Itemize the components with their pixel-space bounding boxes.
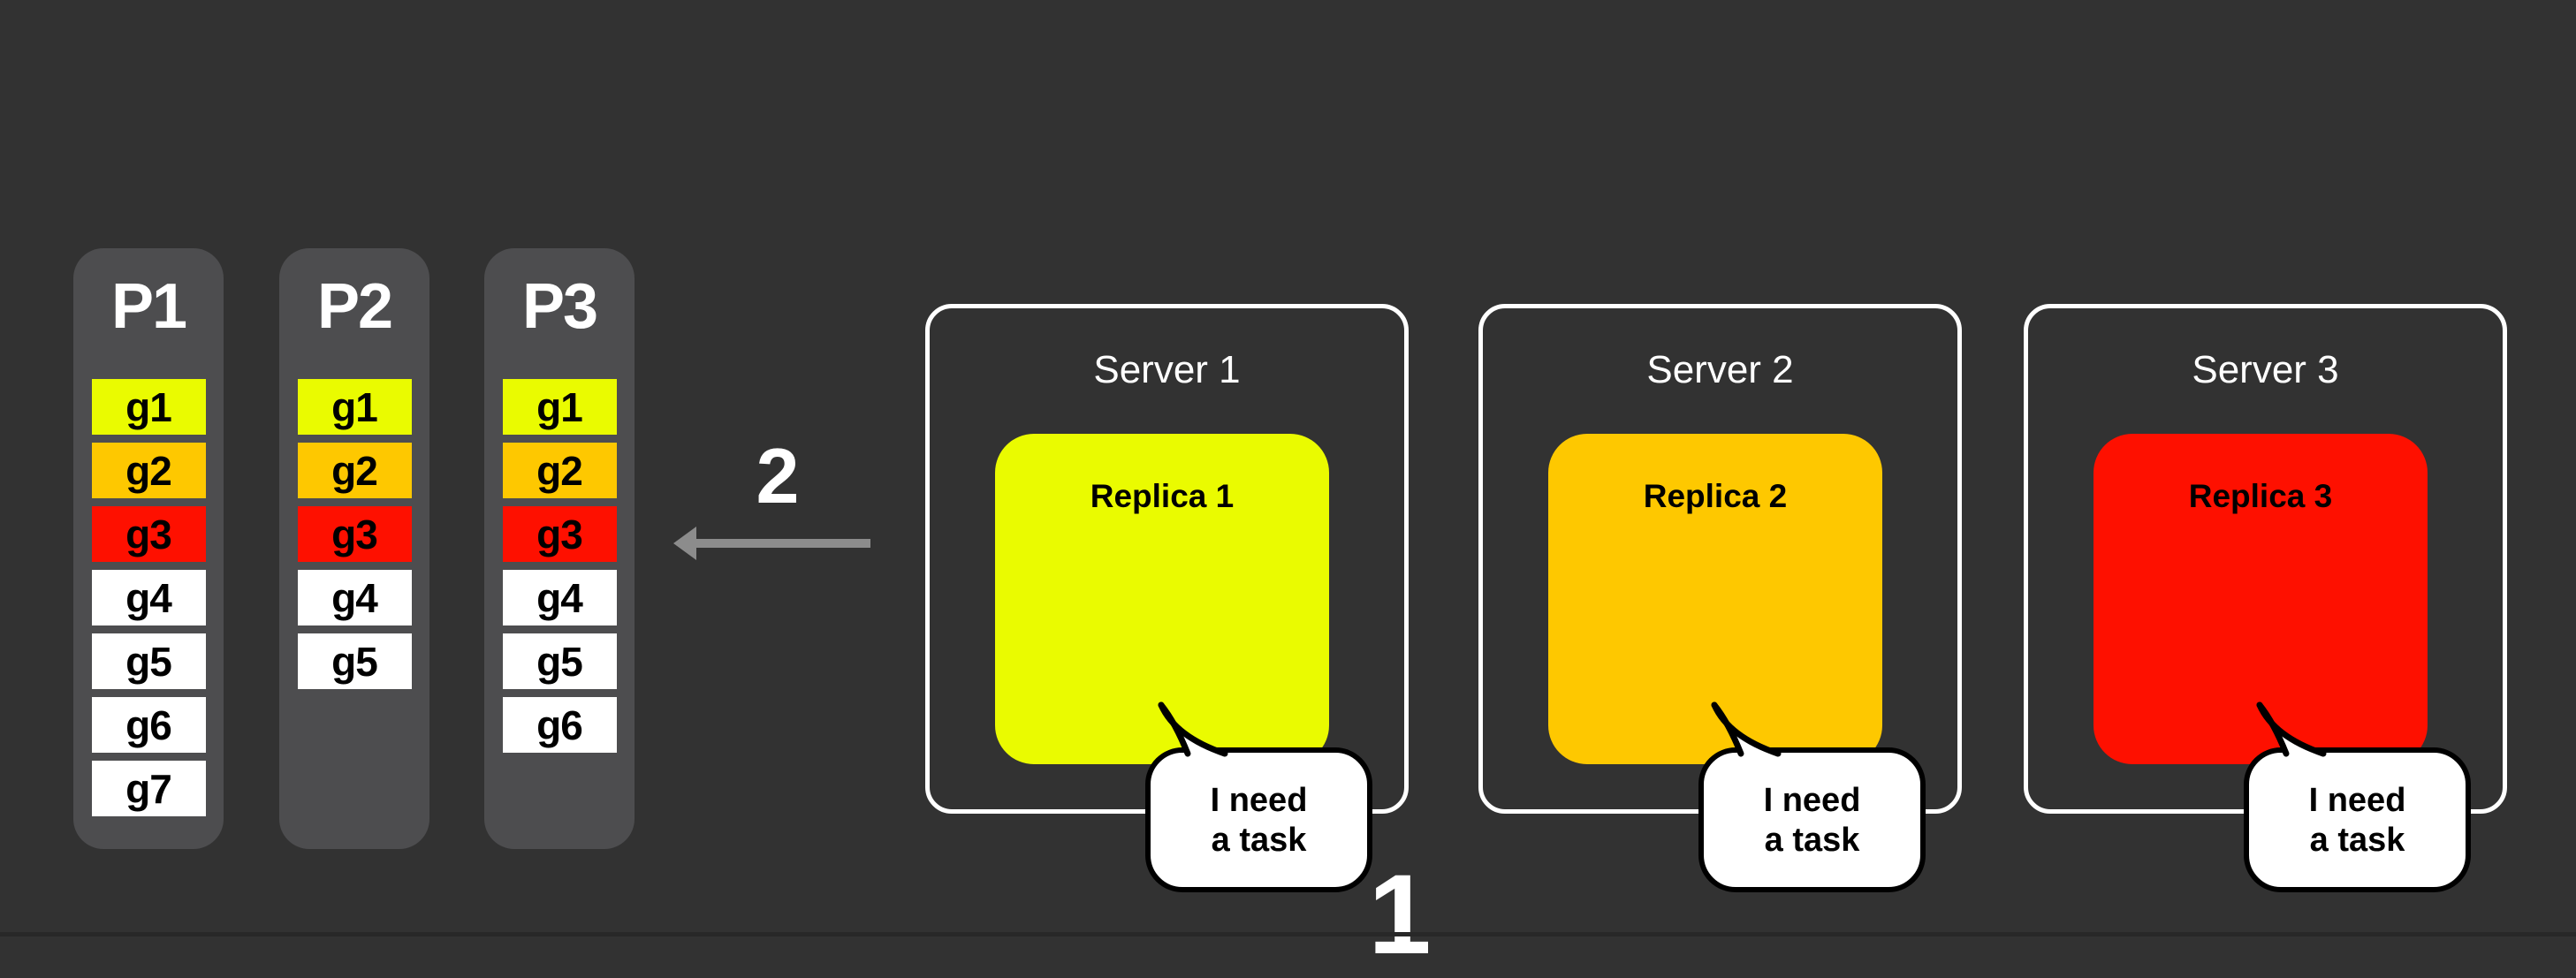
partition-title: P2 [316,271,393,342]
group-cell-g1: g1 [502,379,617,435]
server-box: Server 3 Replica 3 I need a task [2024,304,2507,892]
speech-bubble-tail-icon [1158,701,1228,767]
group-cell-g5: g5 [91,633,206,689]
group-cell-g4: g4 [297,570,412,625]
group-cell-g2: g2 [91,443,206,498]
step-1-label: 1 [1368,852,1432,978]
replica-label: Replica 2 [1643,478,1788,514]
server-title: Server 1 [1093,348,1241,391]
group-cell-g1: g1 [297,379,412,435]
server-title: Server 2 [1646,348,1794,391]
left-arrow-shaft [692,539,870,548]
partition-column: P1 g1 g2 g3 g4 g5 g6 g7 [73,248,224,849]
group-cell-g6: g6 [91,697,206,753]
group-cell-g4: g4 [502,570,617,625]
group-cell-g3: g3 [91,506,206,562]
speech-bubble-text: I need a task [2308,782,2406,859]
speech-bubble-tail-icon [2256,701,2327,767]
step-2-label: 2 [756,432,800,519]
partition-cell-list: g1 g2 g3 g4 g5 g6 [484,379,635,753]
speech-bubble-text: I need a task [1763,782,1861,859]
speech-bubble-text: I need a task [1210,782,1308,859]
server-box: Server 2 Replica 2 I need a task [1478,304,1962,892]
partition-column: P2 g1 g2 g3 g4 g5 [279,248,429,849]
speech-bubble: I need a task [1145,701,1372,892]
bottom-edge [0,932,2576,936]
group-cell-g6: g6 [502,697,617,753]
replica-label: Replica 1 [1090,478,1235,514]
group-cell-g3: g3 [297,506,412,562]
left-arrow-head-icon [673,527,696,560]
partition-column: P3 g1 g2 g3 g4 g5 g6 [484,248,635,849]
group-cell-g5: g5 [297,633,412,689]
server-title: Server 3 [2192,348,2339,391]
replica-label: Replica 3 [2188,478,2333,514]
group-cell-g3: g3 [502,506,617,562]
partition-title: P1 [110,271,187,342]
partition-cell-list: g1 g2 g3 g4 g5 g6 g7 [73,379,224,816]
group-cell-g2: g2 [297,443,412,498]
group-cell-g2: g2 [502,443,617,498]
group-cell-g5: g5 [502,633,617,689]
partition-cell-list: g1 g2 g3 g4 g5 [279,379,429,689]
group-cell-g7: g7 [91,761,206,816]
partition-title: P3 [521,271,598,342]
speech-bubble-tail-icon [1711,701,1782,767]
speech-bubble: I need a task [1698,701,1926,892]
servers-group: Server 1 Replica 1 I need a task Server … [925,304,2507,892]
speech-bubble: I need a task [2244,701,2471,892]
group-cell-g1: g1 [91,379,206,435]
server-box: Server 1 Replica 1 I need a task [925,304,1409,892]
group-cell-g4: g4 [91,570,206,625]
